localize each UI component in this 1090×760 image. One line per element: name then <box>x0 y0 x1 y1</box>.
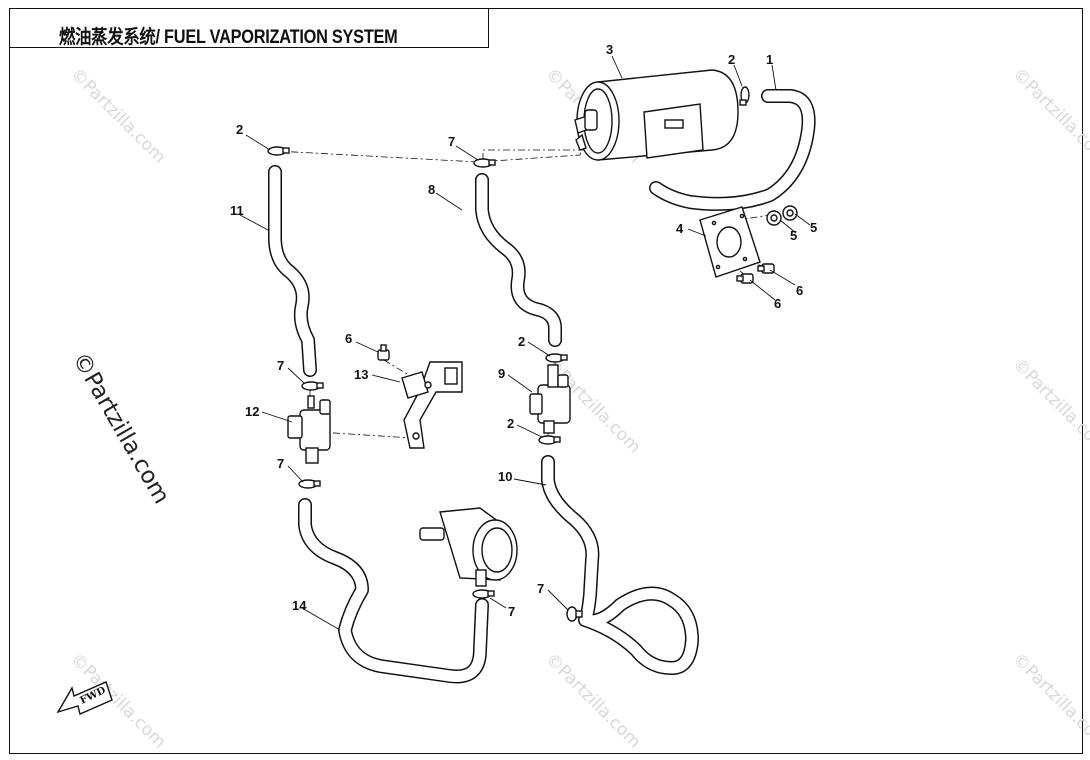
watermark: ©Partzilla.com <box>541 649 644 752</box>
callout-9: 9 <box>498 366 505 381</box>
page-title: 燃油蒸发系统/ FUEL VAPORIZATION SYSTEM <box>59 27 398 48</box>
callout-13: 13 <box>354 367 368 382</box>
watermarks: ©Partzilla.com ©Partzilla.com ©Partzilla… <box>66 64 1090 752</box>
callout-6: 6 <box>796 283 803 298</box>
valve-bracket-13 <box>401 361 463 449</box>
bolt-6c <box>377 344 390 361</box>
callout-7: 7 <box>508 604 515 619</box>
clamp-7b <box>301 381 324 391</box>
clamp-2a <box>267 146 290 156</box>
callout-7: 7 <box>277 358 284 373</box>
clamp-2d <box>538 435 561 445</box>
bolt-6a <box>757 263 775 274</box>
bolt-6b <box>736 273 754 284</box>
callout-2: 2 <box>728 52 735 67</box>
nut-5b <box>782 205 798 221</box>
callout-8: 8 <box>428 182 435 197</box>
solenoid-valve-9 <box>529 364 571 434</box>
callout-6: 6 <box>774 296 781 311</box>
callout-7: 7 <box>537 581 544 596</box>
leader-lines <box>239 55 811 631</box>
throttle-body <box>419 507 518 587</box>
callout-12: 12 <box>245 404 259 419</box>
callout-2: 2 <box>507 416 514 431</box>
callout-3: 3 <box>606 42 613 57</box>
hose-10 <box>541 455 699 675</box>
callout-2: 2 <box>518 334 525 349</box>
watermark-large: ©Partzilla.com <box>67 348 175 508</box>
forward-arrow: FWD <box>56 681 113 715</box>
vapor-canister <box>574 69 739 161</box>
watermark: ©Partzilla.com <box>1008 649 1090 752</box>
callout-7: 7 <box>277 456 284 471</box>
hose-14 <box>298 498 489 684</box>
callout-10: 10 <box>498 469 512 484</box>
clamp-2b <box>739 86 750 106</box>
clamp-7d <box>472 589 495 599</box>
clamp-7c <box>298 479 321 489</box>
callout-1: 1 <box>766 52 773 67</box>
nut-5a <box>766 210 782 226</box>
hose-1 <box>649 89 816 211</box>
callout-7: 7 <box>448 134 455 149</box>
watermark: ©Partzilla.com <box>66 64 169 167</box>
callout-6: 6 <box>345 331 352 346</box>
clamp-7a <box>473 158 496 168</box>
watermark: ©Partzilla.com <box>1008 64 1090 167</box>
hose-8 <box>475 173 563 347</box>
callout-5: 5 <box>790 228 797 243</box>
callout-14: 14 <box>292 598 307 613</box>
callout-11: 11 <box>230 203 244 218</box>
clamp-7e <box>566 606 583 622</box>
watermark: ©Partzilla.com <box>1008 354 1090 457</box>
callout-2: 2 <box>236 122 243 137</box>
drawing-frame <box>9 8 1083 754</box>
clamp-2c <box>545 353 568 363</box>
solenoid-valve-12 <box>287 395 331 464</box>
hose-11 <box>268 165 317 377</box>
callout-5: 5 <box>810 220 817 235</box>
title-block: 燃油蒸发系统/ FUEL VAPORIZATION SYSTEM <box>9 8 489 48</box>
callout-4: 4 <box>676 221 684 236</box>
callouts: 1 2 2 2 2 3 4 5 5 6 6 6 7 7 7 7 7 8 9 10… <box>230 42 817 619</box>
canister-bracket <box>699 206 761 278</box>
